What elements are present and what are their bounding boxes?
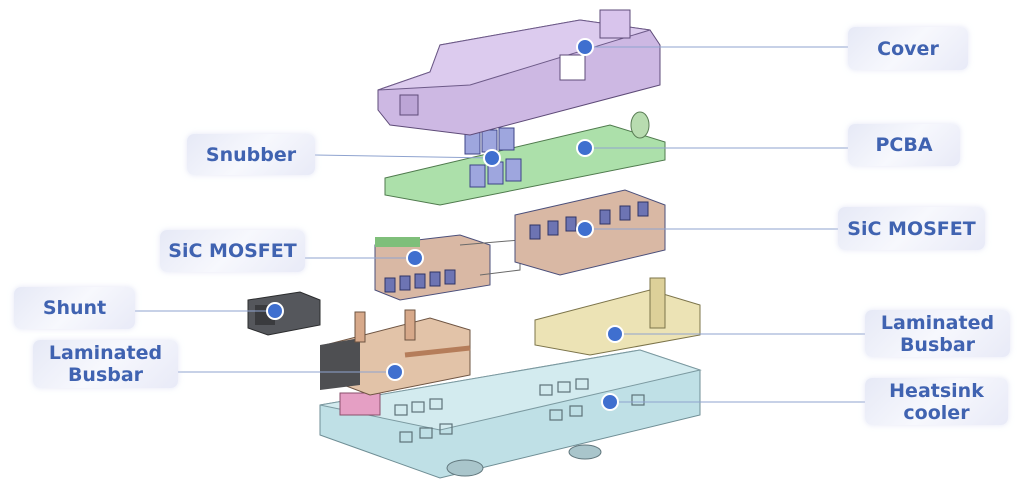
pcba-part [384,111,666,206]
label-text: Laminated [48,342,163,364]
label-text: Laminated [880,311,995,334]
sic-mosfet-right-marker [576,220,594,238]
label-text: cooler [903,401,970,424]
sic-mosfet-left-part [374,234,521,301]
label-text: Shunt [42,297,107,319]
cover-part [377,9,661,136]
shunt-part [247,291,321,336]
shunt-marker [266,302,284,320]
label-cover: Cover [848,27,968,70]
label-text: Heatsink [889,379,984,402]
label-pcba: PCBA [848,124,960,166]
busbar-right-marker [606,325,624,343]
label-sic-mosfet-left: SiC MOSFET [160,230,305,272]
busbar-left-marker [386,363,404,381]
pcba-marker [576,139,594,157]
label-snubber: Snubber [187,134,315,175]
label-text: PCBA [875,134,933,156]
label-text: Snubber [205,143,297,166]
label-text: Cover [877,37,939,60]
laminated-busbar-right-part [534,277,701,356]
heatsink-marker [601,393,619,411]
snubber-capacitors [464,127,522,188]
label-text: Busbar [67,364,144,386]
laminated-busbar-left-part [320,309,471,396]
label-text: SiC MOSFET [847,217,976,240]
label-sic-mosfet-right: SiC MOSFET [838,207,985,250]
leader-lines [135,46,865,403]
label-shunt: Shunt [14,287,135,329]
label-text: SiC MOSFET [168,240,297,262]
marker-dots [266,38,624,411]
label-text: Busbar [899,333,976,356]
cover-marker [576,38,594,56]
heatsink-cooler-part [319,349,702,479]
snubber-marker [483,149,501,167]
sic-mosfet-left-marker [406,249,424,267]
